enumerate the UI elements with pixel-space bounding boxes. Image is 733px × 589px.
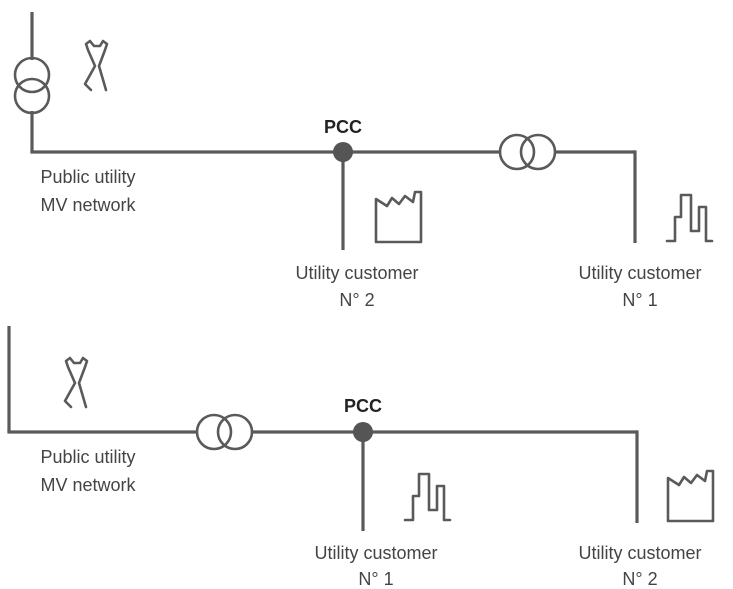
diagram-top: PCC Public utility MV network Utility cu…	[13, 12, 714, 310]
pcc-label: PCC	[344, 396, 382, 416]
pylon-icon	[63, 356, 89, 409]
network-label-line1: Public utility	[40, 167, 135, 187]
factory-icon	[666, 469, 715, 523]
pcc-node	[353, 422, 373, 442]
customer-number-label: N° 1	[358, 569, 393, 589]
load-profile-icon	[403, 472, 452, 522]
customer-number-label: N° 1	[622, 290, 657, 310]
customer-label-line1: Utility customer	[314, 543, 437, 563]
factory-icon	[374, 190, 423, 244]
customer-number-label: N° 2	[622, 569, 657, 589]
customer-label-line1: Utility customer	[578, 263, 701, 283]
customer-label-line1: Utility customer	[578, 543, 701, 563]
customer-number-label: N° 2	[339, 290, 374, 310]
pylon-icon	[83, 39, 109, 92]
load-profile-icon	[665, 193, 714, 243]
network-label-line2: MV network	[40, 195, 136, 215]
network-label-line1: Public utility	[40, 447, 135, 467]
transformer-icon	[498, 133, 557, 171]
network-label-line2: MV network	[40, 475, 136, 495]
transformer-icon	[195, 413, 254, 451]
transformer-icon	[13, 56, 51, 115]
pcc-node	[333, 142, 353, 162]
pcc-label: PCC	[324, 117, 362, 137]
diagram-bottom: PCC Public utility MV network Utility cu…	[7, 326, 715, 589]
customer-label-line1: Utility customer	[295, 263, 418, 283]
